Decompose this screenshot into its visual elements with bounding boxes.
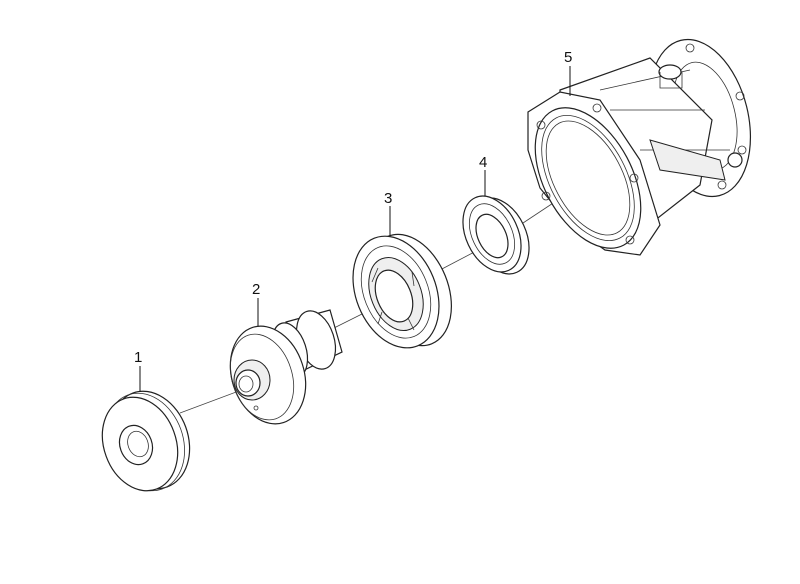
callout-5-label: 5 xyxy=(564,49,572,66)
callout-5: 5 xyxy=(564,49,572,96)
part-4-seal-ring xyxy=(462,195,530,275)
part-3-roller-bearing xyxy=(352,233,452,349)
callout-4-label: 4 xyxy=(479,154,487,171)
part-5-housing xyxy=(527,38,752,256)
part-2-shaft xyxy=(229,309,343,425)
callout-1-label: 1 xyxy=(134,349,142,366)
part-1-washer xyxy=(101,390,191,492)
callout-2-label: 2 xyxy=(252,281,260,298)
callout-4: 4 xyxy=(479,154,487,196)
callout-3-label: 3 xyxy=(384,190,392,207)
callout-1: 1 xyxy=(134,349,142,392)
callout-3: 3 xyxy=(384,190,392,236)
callout-2: 2 xyxy=(252,281,260,326)
